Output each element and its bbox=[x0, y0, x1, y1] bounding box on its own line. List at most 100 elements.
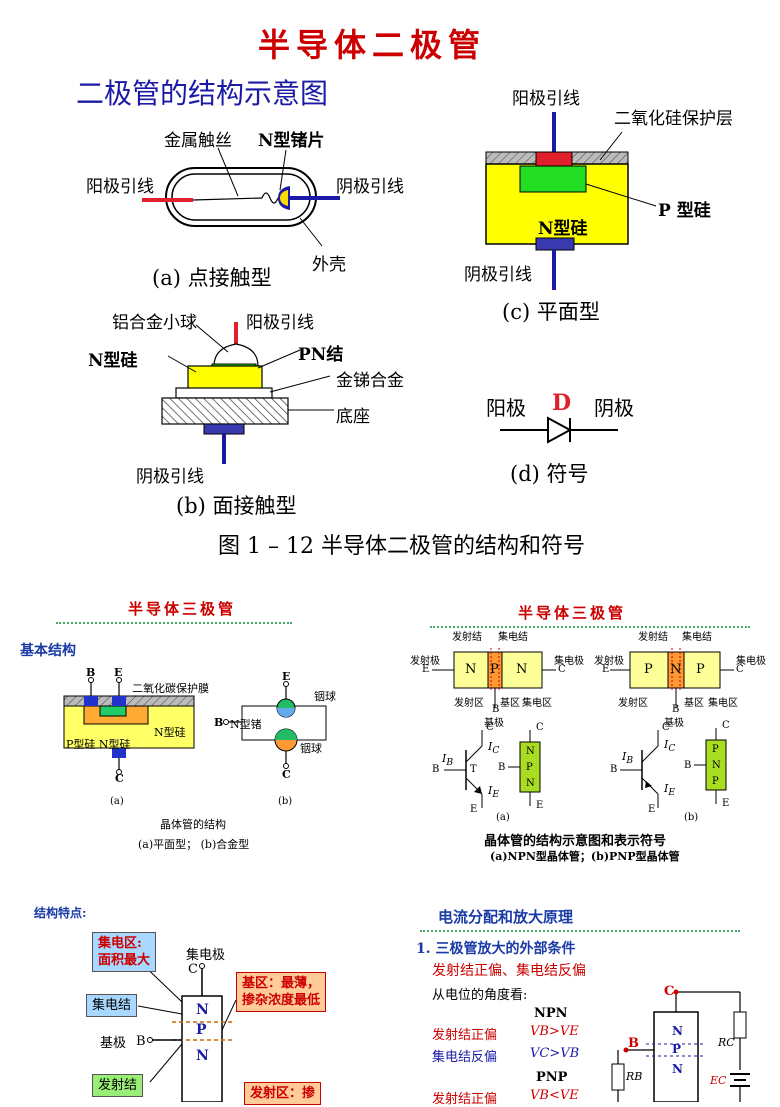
br-pnp: PNP bbox=[536, 1070, 568, 1085]
mr-sym-npn-ic: IC bbox=[488, 740, 500, 757]
mr-sym-pnp-ic: IC bbox=[664, 738, 676, 755]
mr-npn-base-region: 基区 bbox=[500, 698, 520, 709]
section-subtitle: 二极管的结构示意图 bbox=[76, 77, 329, 110]
br-circuit-ec: EC bbox=[710, 1074, 727, 1087]
pnp-symbol bbox=[620, 728, 727, 808]
bl-callout-emitter-junction: 发射结 bbox=[92, 1074, 144, 1097]
ml-label-c: C bbox=[115, 772, 124, 785]
mr-bar-npn-e: E bbox=[536, 800, 544, 811]
label-planar-anode: 阳极引线 bbox=[512, 89, 580, 109]
mr-pnp-base-region: 基区 bbox=[684, 698, 704, 709]
ml-label-n-ge: N型锗 bbox=[230, 718, 262, 731]
label-symbol-anode: 阳极 bbox=[486, 396, 526, 420]
label-metal-wire: 金属触丝 bbox=[164, 131, 232, 151]
label-junction-n-si: N型硅 bbox=[88, 351, 138, 371]
label-al-ball: 铝合金小球 bbox=[112, 313, 197, 333]
br-v1: VB>VE bbox=[530, 1024, 579, 1039]
ml-label-b2: B bbox=[214, 716, 224, 729]
ml-label-indium-bottom: 铟球 bbox=[300, 742, 322, 755]
mr-pnp-e: E bbox=[602, 664, 610, 675]
mr-caption-2: (a)NPN型晶体管；(b)PNP型晶体管 bbox=[490, 850, 680, 863]
mr-npn-base-pole: 基极 bbox=[484, 718, 504, 729]
mr-bar-npn-c: C bbox=[536, 722, 544, 733]
br-circuit-c: C bbox=[664, 984, 675, 999]
mr-sym-npn-t: T bbox=[470, 764, 477, 775]
br-forward-2: 发射结正偏 bbox=[432, 1092, 498, 1107]
br-circuit-rc: RC bbox=[718, 1036, 735, 1049]
ml-label-indium-top: 铟球 bbox=[314, 690, 336, 703]
mr-bar-pnp-n: N bbox=[712, 760, 721, 771]
bl-callout-base-area: 基区：最薄， 掺杂浓度最低 bbox=[236, 972, 327, 1012]
bl-callout-collector-area: 集电区: 面积最大 bbox=[92, 932, 157, 972]
mr-npn-emitter-junction: 发射结 bbox=[452, 632, 482, 643]
bl-region-p: P bbox=[196, 1022, 207, 1038]
br-condition: 发射结正偏、集电结反偏 bbox=[432, 963, 586, 979]
label-au-sb-alloy: 金锑合金 bbox=[336, 371, 404, 391]
label-point-cathode: 阴极引线 bbox=[336, 177, 404, 197]
mr-sym-pnp-e: E bbox=[648, 804, 656, 815]
mr-sym-pnp-c: C bbox=[662, 722, 670, 733]
mr-caption-1: 晶体管的结构示意图和表示符号 bbox=[484, 834, 667, 849]
mr-bar-npn-n2: N bbox=[526, 778, 535, 789]
br-forward-1: 发射结正偏 bbox=[432, 1028, 498, 1043]
br-npn: NPN bbox=[534, 1006, 568, 1021]
mr-pnp-emitter-junction: 发射结 bbox=[638, 632, 668, 643]
mr-bar-pnp-b: B bbox=[684, 760, 692, 771]
mr-npn-p: P bbox=[490, 662, 499, 677]
mr-pnp-p1: P bbox=[644, 662, 653, 677]
label-point-anode: 阳极引线 bbox=[86, 177, 154, 197]
mr-pnp-collector-junction: 集电结 bbox=[682, 632, 712, 643]
bl-region-n-bottom: N bbox=[196, 1048, 209, 1064]
br-circuit-n-bottom: N bbox=[672, 1062, 683, 1076]
mr-sym-npn-b: B bbox=[432, 764, 440, 775]
mr-npn-emitter-pole: 发射极 bbox=[410, 656, 440, 667]
mr-npn-collector-pole: 集电极 bbox=[554, 656, 584, 667]
mid-left-heading: 基本结构 bbox=[20, 643, 76, 659]
label-base: 底座 bbox=[336, 407, 370, 427]
mr-bar-pnp-c: C bbox=[722, 720, 730, 731]
mr-pnp-collector-region: 集电区 bbox=[708, 698, 738, 709]
br-circuit-b: B bbox=[628, 1036, 639, 1051]
mid-left-title-underline bbox=[56, 622, 292, 624]
mr-pnp-p2: P bbox=[696, 662, 705, 677]
br-circuit-p: P bbox=[672, 1042, 682, 1056]
mr-npn-b: B bbox=[492, 704, 500, 715]
mr-label-a: (a) bbox=[496, 812, 510, 823]
mr-pnp-c: C bbox=[736, 664, 744, 675]
mr-sym-npn-ib: IB bbox=[442, 752, 454, 769]
label-junction-anode: 阳极引线 bbox=[246, 313, 314, 333]
br-item-1: 1. 三极管放大的外部条件 bbox=[416, 941, 576, 957]
mr-bar-npn-b: B bbox=[498, 762, 506, 773]
amplifier-circuit bbox=[611, 989, 750, 1102]
mr-pnp-emitter-pole: 发射极 bbox=[594, 656, 624, 667]
label-p-si: P 型硅 bbox=[658, 201, 711, 221]
br-view: 从电位的角度看: bbox=[432, 988, 528, 1003]
mr-sym-pnp-ib: IB bbox=[622, 750, 634, 767]
bl-callout-collector-junction: 集电结 bbox=[86, 994, 138, 1017]
mr-npn-emitter-region: 发射区 bbox=[454, 698, 484, 709]
diode-symbol bbox=[500, 416, 618, 444]
ml-caption-2: (a)平面型； (b)合金型 bbox=[138, 838, 250, 851]
mr-pnp-b: B bbox=[672, 704, 680, 715]
bl-label-c: C bbox=[188, 962, 198, 977]
bl-label-b: B bbox=[136, 1034, 146, 1049]
ml-label-oxide: 二氧化碳保护膜 bbox=[132, 682, 209, 695]
mr-npn-collector-region: 集电区 bbox=[522, 698, 552, 709]
bl-callout-emitter-area: 发射区：掺 bbox=[244, 1082, 322, 1105]
label-pn-junction: PN结 bbox=[298, 345, 344, 365]
mr-sym-npn-ie: IE bbox=[488, 784, 500, 801]
transistor-feature-structure bbox=[135, 957, 237, 1102]
bl-label-collector-pole: 集电极 bbox=[186, 948, 226, 963]
mr-sym-pnp-b: B bbox=[610, 764, 618, 775]
br-circuit-rb: RB bbox=[626, 1070, 643, 1083]
figure-caption: 图 1 – 12 半导体二极管的结构和符号 bbox=[218, 534, 585, 559]
caption-point-contact: (a) 点接触型 bbox=[152, 266, 272, 290]
label-symbol-cathode: 阴极 bbox=[594, 396, 634, 420]
point-contact-diode bbox=[142, 147, 340, 247]
br-v2: VC>VB bbox=[530, 1046, 580, 1061]
ml-label-c2: C bbox=[282, 768, 291, 781]
label-n-ge-chip: N型锗片 bbox=[258, 131, 325, 151]
br-heading-underline bbox=[420, 930, 740, 932]
bl-label-base-pole: 基极 bbox=[100, 1036, 127, 1051]
